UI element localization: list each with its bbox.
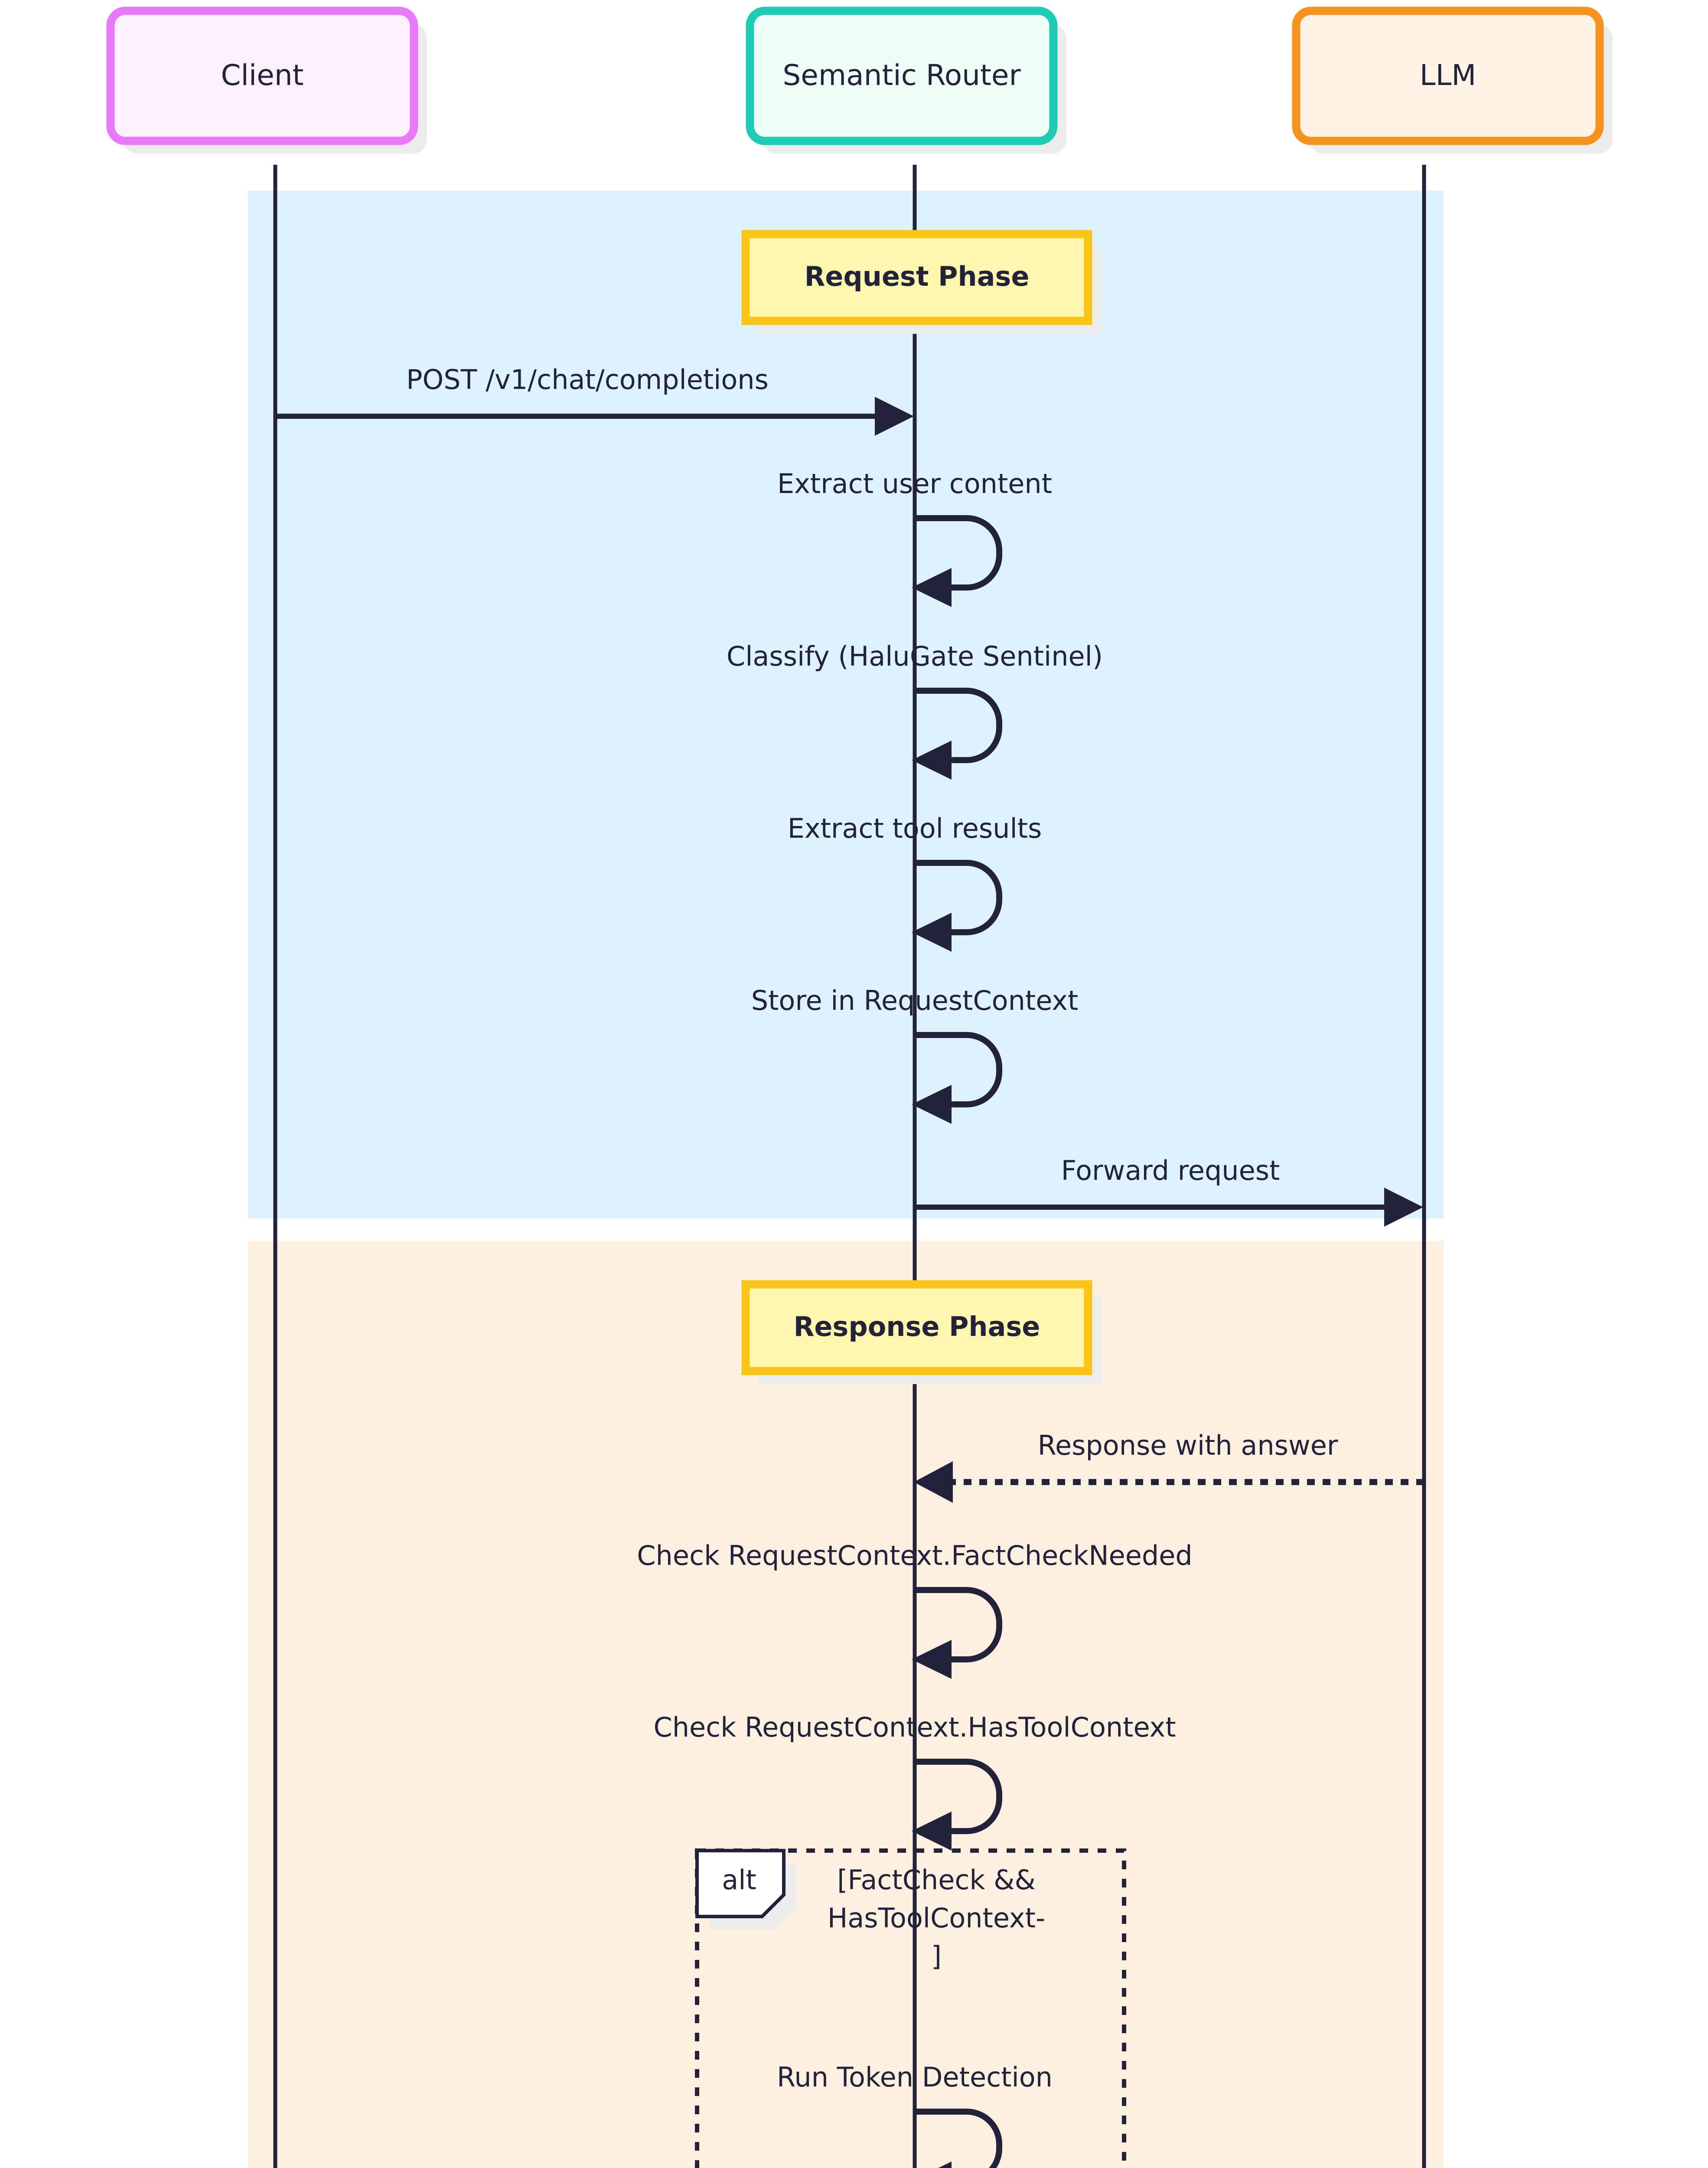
- message-label: Extract user content: [777, 468, 1052, 500]
- arrow-head-left: [912, 1640, 952, 1679]
- self-loop-path: [915, 515, 1002, 591]
- alt-condition-line: [FactCheck &&: [837, 1864, 1036, 1896]
- alt-keyword-tab: alt: [695, 1849, 797, 1930]
- phase-label-text-response: Response Phase: [794, 1311, 1040, 1342]
- phase-label-text-request: Request Phase: [805, 261, 1030, 292]
- phase-label-box: [741, 1280, 1092, 1375]
- arrow-head-left: [912, 913, 952, 952]
- message-label: Response with answer: [1038, 1430, 1338, 1461]
- participant-client-top[interactable]: Client: [106, 7, 427, 154]
- arrow-head-left: [912, 1812, 952, 1851]
- message-label: Run Token Detection: [777, 2061, 1053, 2093]
- message-classify-halugate-sentinel: Classify (HaluGate Sentinel): [727, 640, 1103, 780]
- participant-llm-top[interactable]: LLM: [1292, 7, 1613, 154]
- self-loop-path: [915, 1759, 1002, 1834]
- message-label: Classify (HaluGate Sentinel): [727, 640, 1103, 672]
- arrow-head-left: [912, 568, 952, 607]
- self-loop-path: [915, 2109, 1002, 2168]
- message-check-hastoolcontext: Check RequestContext.HasToolContext: [653, 1711, 1176, 1851]
- participant-box[interactable]: [106, 7, 418, 145]
- phase-label-response: Response Phase: [741, 1280, 1101, 1384]
- arrow-head-left: [914, 1461, 953, 1503]
- message-label: Store in RequestContext: [751, 985, 1079, 1016]
- participant-label-client-top: Client: [221, 59, 303, 92]
- message-response-with-answer: Response with answer: [914, 1430, 1424, 1503]
- phase-regions: [248, 191, 1444, 2168]
- participant-box[interactable]: [1292, 7, 1604, 145]
- message-store-in-requestcontext: Store in RequestContext: [751, 985, 1079, 1124]
- alt-condition-line: ]: [931, 1940, 942, 1972]
- message-label: Check RequestContext.FactCheckNeeded: [637, 1540, 1192, 1571]
- message-label: Forward request: [1061, 1155, 1280, 1186]
- message-label: Check RequestContext.HasToolContext: [653, 1711, 1176, 1743]
- arrow-head-left: [938, 2161, 952, 2168]
- message-run-token-detection: Run Token Detection: [777, 2061, 1053, 2168]
- participant-label-router-top: Semantic Router: [782, 59, 1021, 92]
- message-label: POST /v1/chat/completions: [406, 364, 769, 395]
- message-forward-request: Forward request: [915, 1155, 1423, 1227]
- self-loop-path: [915, 860, 1002, 935]
- participants-top: Client Semantic Router LLM: [106, 7, 1613, 154]
- participant-router-top[interactable]: Semantic Router: [746, 7, 1066, 154]
- arrow-head-left: [912, 1085, 952, 1124]
- message-post-chat-completions: POST /v1/chat/completions: [275, 364, 914, 436]
- alt-keyword-label: alt: [722, 1864, 756, 1896]
- response-phase-region: [248, 1241, 1444, 2168]
- alt-block: alt [FactCheck && HasToolContext- ] Run …: [695, 1848, 1126, 2168]
- arrow-head-right: [875, 397, 914, 436]
- self-loop-path: [915, 1587, 1002, 1662]
- alt-tab-shape: [695, 1849, 786, 1918]
- phase-label-box: [741, 230, 1092, 325]
- message-check-factcheckneeded: Check RequestContext.FactCheckNeeded: [637, 1540, 1193, 1679]
- participant-box[interactable]: [746, 7, 1058, 145]
- arrow-head-right: [1384, 1188, 1423, 1227]
- lifelines: [273, 165, 1426, 2168]
- arrow-head-left: [912, 741, 952, 780]
- request-phase-region: [248, 191, 1444, 1218]
- message-label: Extract tool results: [788, 813, 1042, 844]
- alt-condition-line: HasToolContext-: [828, 1902, 1046, 1934]
- phase-label-request: Request Phase: [741, 230, 1101, 334]
- message-extract-user-content: Extract user content: [777, 468, 1052, 607]
- self-loop-path: [915, 688, 1002, 763]
- participant-label-llm-top: LLM: [1420, 59, 1477, 92]
- self-loop-path: [915, 1032, 1002, 1107]
- message-extract-tool-results: Extract tool results: [788, 813, 1042, 952]
- alt-branch-1-condition: [FactCheck && HasToolContext- ]: [828, 1864, 1046, 1972]
